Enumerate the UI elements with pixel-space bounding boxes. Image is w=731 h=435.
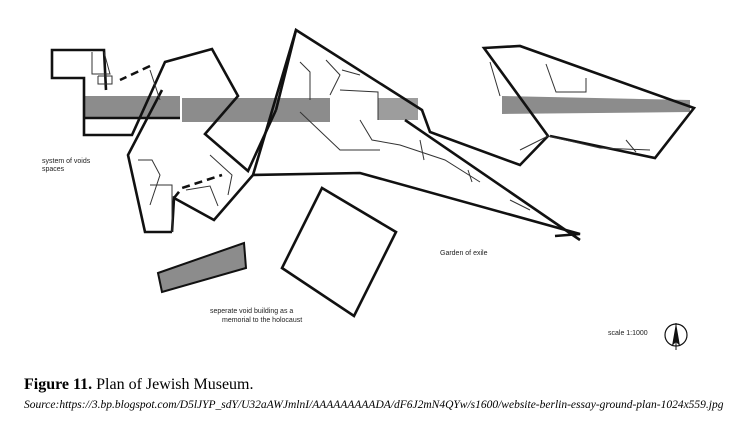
- voids-label-line1: system of voids: [42, 158, 91, 165]
- figure-title: Plan of Jewish Museum.: [92, 376, 254, 393]
- voids-label-line2: spaces: [42, 166, 65, 173]
- figure-source: Source:https://3.bp.blogspot.com/D5lJYP_…: [24, 399, 724, 411]
- void-band: [84, 96, 690, 122]
- dashed-entry: [119, 64, 223, 199]
- interior-walls: [91, 51, 651, 232]
- scale-label: scale 1:1000: [608, 330, 648, 337]
- garden-label: Garden of exile: [440, 250, 488, 257]
- garden-of-exile-square: [280, 186, 398, 318]
- figure-number: Figure 11.: [24, 376, 93, 393]
- north-arrow-icon: [664, 323, 688, 350]
- memorial-label-line2: memorial to the holocaust: [222, 317, 303, 324]
- memorial-label-line1: seperate void building as a: [210, 308, 294, 315]
- building-outline: [50, 27, 697, 242]
- holocaust-tower: [156, 241, 248, 294]
- figure-caption: Figure 11. Plan of Jewish Museum.: [24, 376, 253, 394]
